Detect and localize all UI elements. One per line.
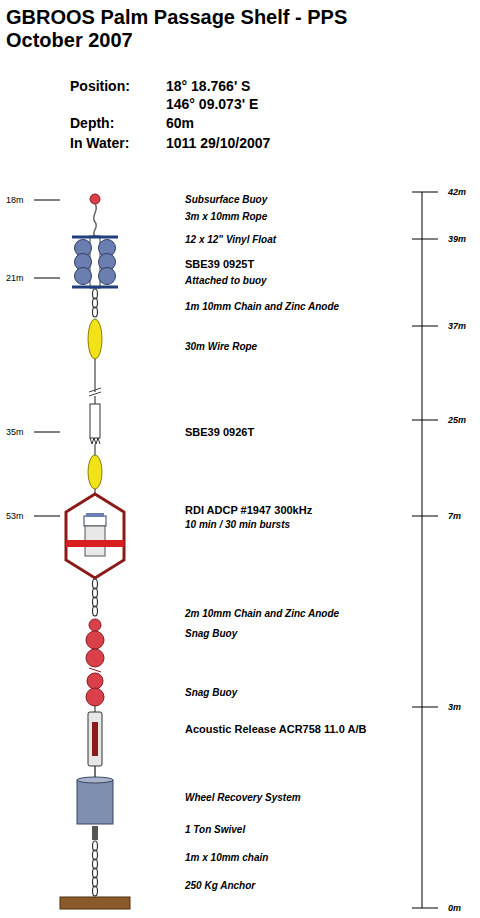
component-label: Snag Buoy	[185, 628, 237, 640]
info-value: 60m	[166, 115, 194, 131]
scale-label: 3m	[448, 702, 461, 712]
component-label: 250 Kg Anchor	[185, 880, 255, 892]
component-label: 1 Ton Swivel	[185, 824, 245, 836]
instrument-label: Acoustic Release ACR758 11.0 A/B	[185, 723, 366, 736]
scale-label: 42m	[448, 187, 466, 197]
component-label: 10 min / 30 min bursts	[185, 519, 290, 531]
component-label: Subsurface Buoy	[185, 194, 267, 206]
component-label: 1m x 10mm chain	[185, 852, 268, 864]
instrument-label: SBE39 0925T	[185, 258, 254, 271]
component-label: Wheel Recovery System	[185, 792, 301, 804]
component-label: Snag Buoy	[185, 687, 237, 699]
info-value: 18° 18.766' S	[166, 78, 250, 94]
info-key: Depth:	[70, 115, 114, 131]
depth-label: 35m	[6, 427, 24, 437]
instrument-label: SBE39 0926T	[185, 426, 254, 439]
info-value: 146° 09.073' E	[166, 96, 258, 112]
scale-label: 0m	[448, 903, 461, 913]
component-label: 2m 10mm Chain and Zinc Anode	[185, 608, 339, 620]
component-label: Attached to buoy	[185, 275, 267, 287]
info-key: Position:	[70, 78, 130, 94]
component-label: 1m 10mm Chain and Zinc Anode	[185, 301, 339, 313]
component-label: 3m x 10mm Rope	[185, 211, 267, 223]
info-value: 1011 29/10/2007	[166, 135, 270, 151]
info-key: In Water:	[70, 135, 129, 151]
depth-label: 18m	[6, 195, 24, 205]
instrument-label: RDI ADCP #1947 300kHz	[185, 504, 312, 517]
scale-label: 37m	[448, 321, 466, 331]
depth-label: 21m	[6, 273, 24, 283]
scale-label: 7m	[448, 511, 461, 521]
component-label: 12 x 12" Vinyl Float	[185, 234, 276, 246]
diagram-title: GBROOS Palm Passage Shelf - PPS	[6, 6, 347, 29]
diagram-subtitle: October 2007	[6, 29, 133, 52]
scale-label: 25m	[448, 415, 466, 425]
scale-label: 39m	[448, 234, 466, 244]
component-label: 30m Wire Rope	[185, 341, 257, 353]
depth-label: 53m	[6, 511, 24, 521]
